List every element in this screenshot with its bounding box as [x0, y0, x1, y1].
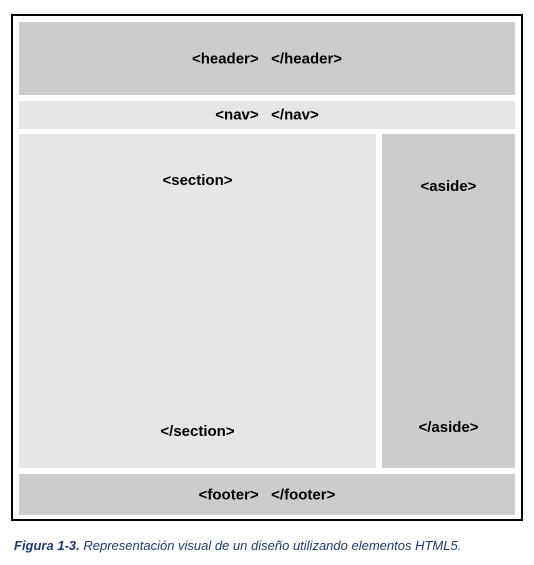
header-label: <header> </header>: [19, 50, 515, 67]
layout-frame: <header> </header> <nav> </nav> <section…: [11, 14, 523, 521]
header-open-tag: <header>: [191, 50, 259, 67]
section-close-tag: </section>: [160, 423, 235, 440]
section-open-tag: <section>: [162, 172, 233, 189]
header-block: <header> </header>: [19, 22, 515, 95]
nav-close-tag: </nav>: [271, 106, 319, 124]
nav-block: <nav> </nav>: [19, 101, 515, 129]
figure-caption: Figura 1-3. Representación visual de un …: [14, 538, 461, 553]
footer-label: <footer> </footer>: [19, 486, 515, 503]
caption-text: Representación visual de un diseño utili…: [79, 538, 462, 553]
figure-label: Figura 1-3.: [14, 538, 80, 553]
footer-close-tag: </footer>: [271, 486, 336, 503]
aside-open-tag: <aside>: [420, 178, 477, 195]
footer-open-tag: <footer>: [198, 486, 259, 503]
nav-label: <nav> </nav>: [19, 107, 515, 124]
nav-open-tag: <nav>: [215, 106, 259, 124]
section-block: <section> </section>: [19, 134, 376, 468]
footer-block: <footer> </footer>: [19, 474, 515, 515]
aside-close-tag: </aside>: [418, 419, 479, 436]
header-close-tag: </header>: [271, 50, 343, 67]
aside-block: <aside> </aside>: [382, 134, 515, 468]
